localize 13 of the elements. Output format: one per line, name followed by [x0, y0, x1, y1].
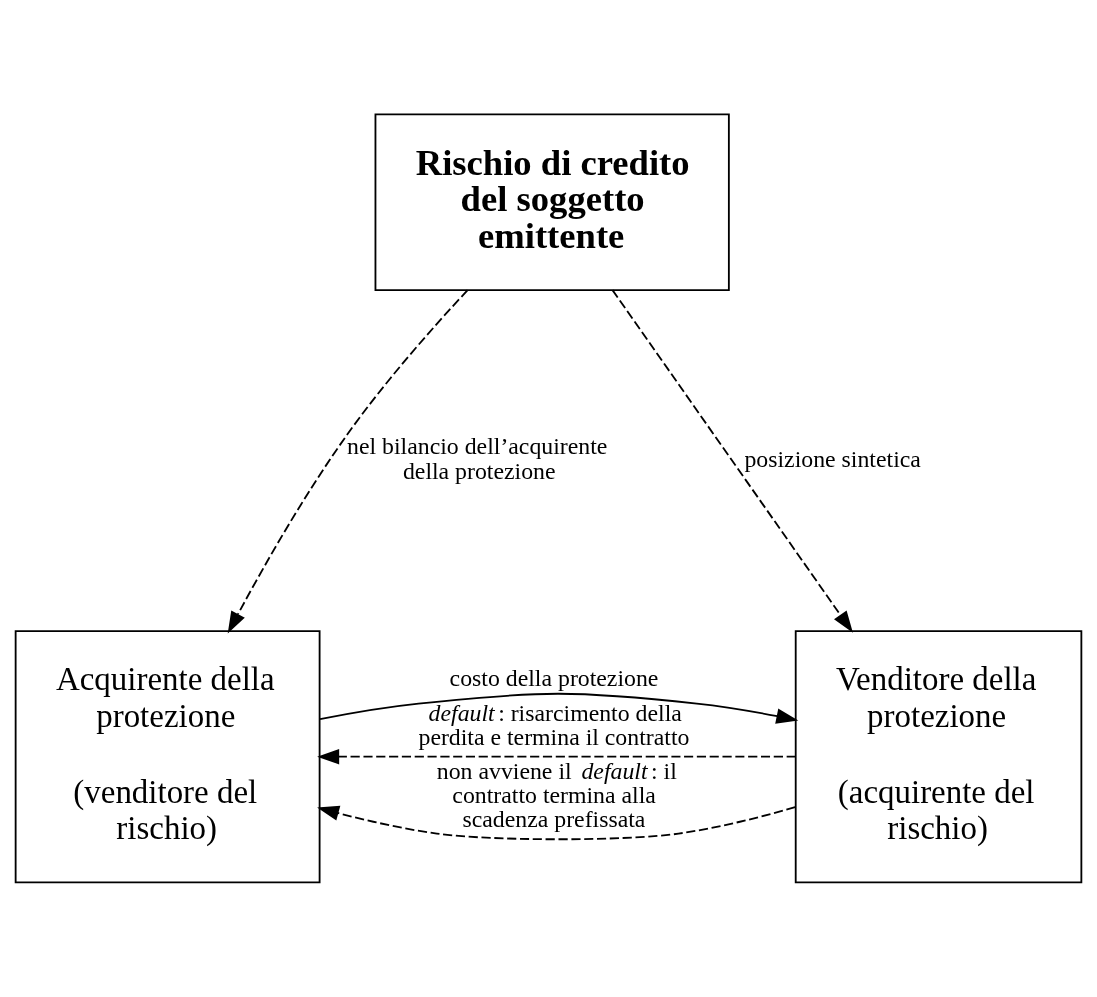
- arrow: [317, 805, 796, 841]
- arrow: [227, 289, 469, 634]
- edge-label: costo della protezione: [449, 665, 659, 692]
- arrow: [319, 692, 799, 724]
- node-box: Venditore della protezione (acquirente del rischio): [794, 630, 1083, 884]
- arrow: [611, 289, 853, 633]
- edge-label: posizione sintetica: [744, 445, 921, 472]
- edge-label: default: risarcimento della perdita e termina il contratto: [418, 699, 690, 750]
- node-box: Rischio di credito del soggetto emittente: [374, 113, 730, 292]
- edge-label: non avviene il default: il contratto termina alla scadenza prefissata: [436, 758, 677, 833]
- arrow: [317, 749, 797, 765]
- node-box: Acquirente della protezione (venditore del rischio): [14, 630, 321, 884]
- edge-label: nel bilancio dell’acquirente della protezione: [347, 432, 608, 485]
